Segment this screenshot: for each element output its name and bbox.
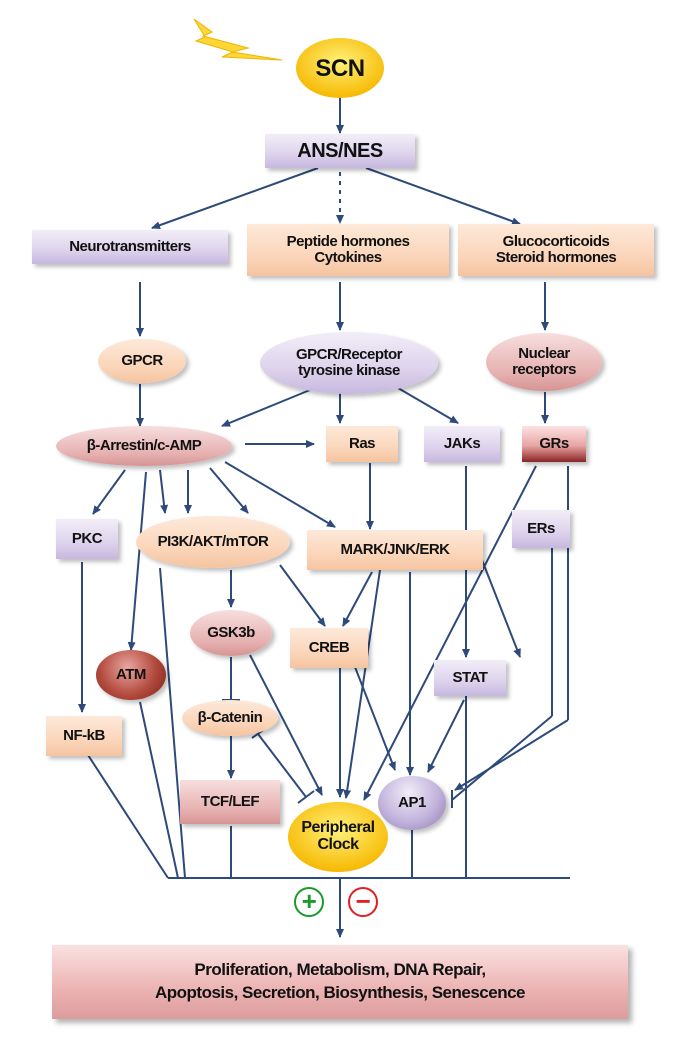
neurotransmitters-node: Neurotransmitters bbox=[32, 230, 228, 264]
gpcr-receptor-label: GPCR/Receptor bbox=[295, 346, 403, 364]
edge-gpcrrtk-jaks bbox=[397, 387, 459, 424]
edge-creb-ap1 bbox=[354, 666, 396, 771]
atm-node: ATM bbox=[96, 650, 166, 700]
edge-arrestin-mark bbox=[224, 461, 336, 528]
jaks-node: JAKs bbox=[424, 426, 500, 462]
edge-nfkb-bus bbox=[87, 754, 169, 879]
peptide-hormones-label: Peptide hormones bbox=[286, 233, 410, 251]
edge-mark-stat bbox=[481, 559, 521, 658]
cellular-outcomes-node: Proliferation, Metabolism, DNA Repair, A… bbox=[52, 945, 628, 1019]
edge-ans-neurotransmitters bbox=[151, 167, 319, 230]
edge-ers-ap1 bbox=[451, 715, 553, 801]
edge-gsk3b-clock bbox=[249, 654, 323, 796]
minus-icon: − bbox=[348, 887, 378, 917]
edge-grs-clock bbox=[363, 465, 537, 801]
glucocorticoids-label: Glucocorticoids bbox=[502, 233, 610, 251]
creb-node: CREB bbox=[290, 628, 368, 668]
outcomes-line-2: Apoptosis, Secretion, Biosynthesis, Sene… bbox=[154, 983, 526, 1002]
edge-pi3k-bus bbox=[159, 567, 186, 879]
edge-arrestin-atm bbox=[127, 471, 147, 651]
ans-nes-node: ANS/NES bbox=[265, 134, 415, 168]
mark-jnk-erk-node: MARK/JNK/ERK bbox=[307, 530, 483, 570]
inhibit-catenin-clock bbox=[257, 733, 307, 798]
edge-grs-ap1 bbox=[454, 719, 569, 791]
nf-kb-node: NF-kB bbox=[46, 716, 122, 756]
edge-ans-gluco bbox=[365, 167, 521, 226]
beta-arrestin-camp-node: β-Arrestin/c-AMP bbox=[56, 426, 232, 466]
pkc-node: PKC bbox=[56, 519, 118, 559]
steroid-hormones-label: Steroid hormones bbox=[495, 249, 617, 266]
nuclear-label: Nuclear bbox=[518, 345, 570, 363]
edge-gpcrrtk-arrestin bbox=[221, 389, 311, 427]
tcf-lef-node: TCF/LEF bbox=[180, 780, 280, 824]
peripheral-clock-shape bbox=[288, 802, 388, 872]
gsk3b-node: GSK3b bbox=[190, 610, 272, 656]
inhibit-bar-clock bbox=[297, 790, 315, 804]
receptors-label: receptors bbox=[512, 361, 576, 378]
edge-arrestin-pi3k-c bbox=[209, 467, 249, 514]
minus-symbol: − bbox=[355, 885, 371, 916]
scn-node: SCN bbox=[315, 55, 365, 83]
stat-node: STAT bbox=[434, 660, 506, 696]
glucocorticoids-node: Glucocorticoids Steroid hormones bbox=[458, 224, 654, 276]
plus-symbol: + bbox=[301, 885, 317, 916]
ras-node: Ras bbox=[326, 426, 398, 462]
edge-arrestin-pi3k-a bbox=[159, 469, 169, 514]
grs-node: GRs bbox=[522, 426, 586, 462]
gpcr-receptor-tyrosine-kinase-node: GPCR/Receptor tyrosine kinase bbox=[260, 332, 438, 394]
edge-pi3k-creb bbox=[279, 564, 326, 627]
beta-catenin-node: β-Catenin bbox=[182, 700, 278, 736]
edge-arrestin-pkc bbox=[92, 469, 126, 515]
edge-mark-clock bbox=[343, 569, 381, 799]
clock-label: Clock bbox=[317, 836, 359, 853]
cytokines-label: Cytokines bbox=[314, 249, 382, 266]
ap1-node: AP1 bbox=[378, 776, 446, 830]
outcomes-line-1: Proliferation, Metabolism, DNA Repair, bbox=[194, 960, 486, 980]
tyrosine-kinase-label: tyrosine kinase bbox=[298, 362, 400, 379]
ers-node: ERs bbox=[512, 510, 570, 548]
peptide-hormones-node: Peptide hormones Cytokines bbox=[247, 224, 449, 276]
peripheral-label: Peripheral bbox=[301, 819, 375, 837]
nuclear-receptors-node: Nuclear receptors bbox=[486, 333, 602, 391]
gpcr-node: GPCR bbox=[98, 339, 186, 383]
edge-mark-creb bbox=[342, 571, 373, 627]
pi3k-akt-mtor-node: PI3K/AKT/mTOR bbox=[136, 516, 290, 568]
edge-atm-bus bbox=[139, 701, 179, 879]
scn-node-shape bbox=[296, 38, 384, 98]
plus-icon: + bbox=[294, 887, 324, 917]
edge-stat-ap1 bbox=[427, 699, 465, 773]
peripheral-clock-node: Peripheral Clock bbox=[288, 812, 388, 862]
lightning-bolt-icon bbox=[193, 18, 283, 61]
